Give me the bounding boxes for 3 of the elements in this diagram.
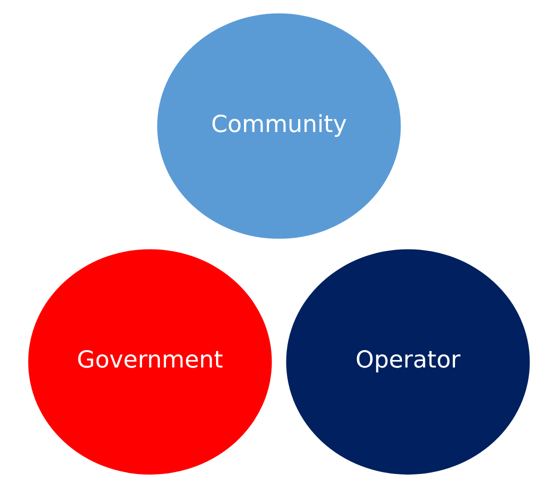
- node-circle: Operator: [286, 249, 530, 475]
- node-circle: Community: [157, 13, 401, 239]
- node-circle: Government: [28, 249, 272, 475]
